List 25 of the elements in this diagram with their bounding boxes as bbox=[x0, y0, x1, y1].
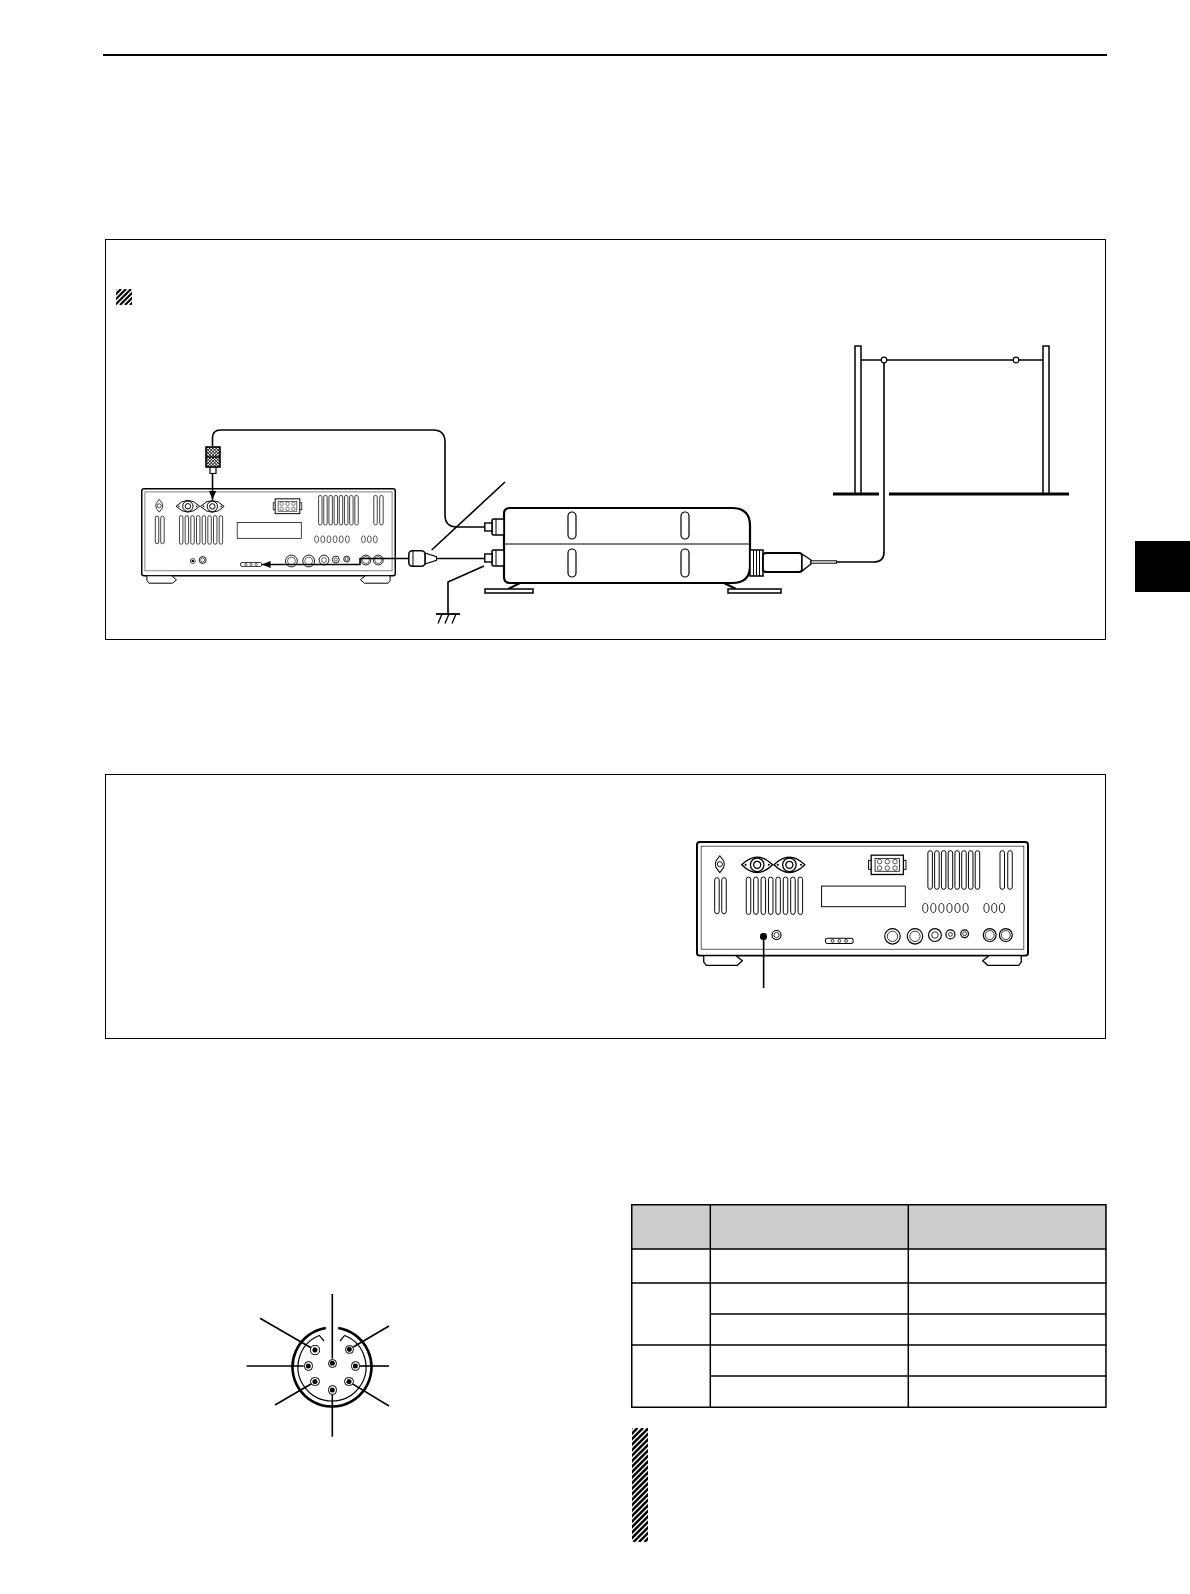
cable-plug-icon bbox=[408, 550, 437, 567]
leader-line bbox=[329, 1387, 335, 1438]
leader-line bbox=[346, 1325, 390, 1352]
leader-line bbox=[346, 1379, 390, 1407]
diagram-frame bbox=[105, 774, 1106, 1039]
terminal-icon bbox=[760, 933, 767, 940]
control-cable bbox=[436, 557, 485, 560]
leader-line bbox=[259, 1317, 318, 1353]
coax-socket-icon bbox=[200, 499, 225, 513]
leader-line bbox=[430, 481, 506, 551]
feed-line bbox=[836, 496, 885, 563]
ground-wire bbox=[435, 565, 485, 625]
arrow bbox=[209, 473, 216, 501]
leader-line bbox=[245, 1363, 311, 1369]
multi-pin-socket-icon bbox=[239, 562, 262, 567]
coax-cable bbox=[211, 429, 485, 528]
diagram-frame bbox=[105, 239, 1106, 640]
leader-line bbox=[352, 1363, 390, 1369]
leader-line bbox=[329, 1293, 335, 1366]
coax-plug-icon bbox=[204, 446, 221, 474]
leader-line bbox=[274, 1379, 318, 1406]
antenna-tuner-drawing bbox=[484, 506, 837, 594]
arrow bbox=[261, 557, 409, 568]
wire-antenna-drawing bbox=[833, 344, 1069, 497]
leader-line bbox=[762, 938, 765, 989]
